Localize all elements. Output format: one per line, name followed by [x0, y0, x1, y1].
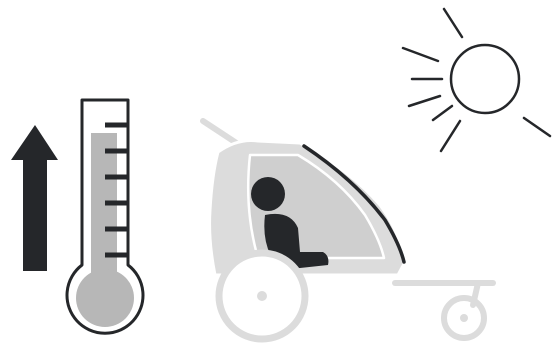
child-head	[251, 177, 285, 211]
stroller-wheel-hub	[460, 314, 468, 322]
sun-disc	[451, 45, 519, 113]
thermometer-icon	[67, 100, 143, 333]
sun-icon	[403, 9, 550, 151]
child-bike-trailer-icon	[203, 121, 493, 339]
thermometer-bulb	[76, 269, 134, 327]
trailer-wheel-hub	[257, 291, 267, 301]
sun-rays	[403, 9, 550, 151]
arrow-up-icon	[11, 125, 58, 271]
